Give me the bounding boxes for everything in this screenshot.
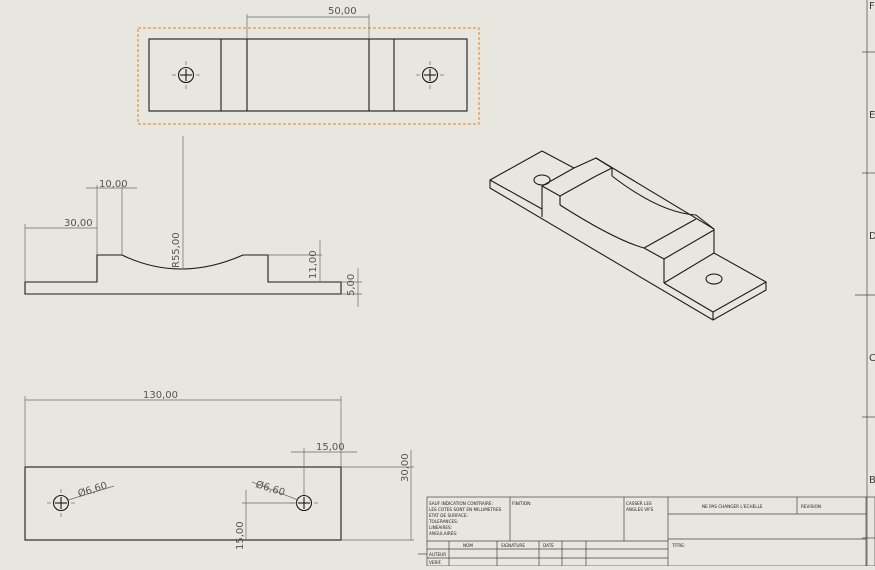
tb-date: DATE	[543, 543, 554, 548]
dim-front-thickness[interactable]: 5,00	[346, 274, 357, 296]
dim-front-step[interactable]: 10,00	[99, 179, 128, 190]
dim-bottom-hole-right[interactable]: Ø6,60	[254, 478, 286, 498]
tb-note-line-3: ETAT DE SURFACE:	[429, 513, 468, 518]
tb-ne-pas: NE PAS CHANGER L'ECHELLE	[702, 504, 763, 509]
top-view[interactable]: 50,00	[137, 6, 480, 125]
dim-bottom-length[interactable]: 130,00	[143, 390, 178, 401]
tb-verif: VERIF.	[429, 560, 442, 565]
zone-label-e: E	[869, 110, 875, 121]
tb-auteur: AUTEUR	[429, 552, 446, 557]
tb-titre: TITRE:	[671, 543, 685, 548]
dim-front-height[interactable]: 11,00	[308, 250, 319, 279]
isometric-view[interactable]	[489, 150, 767, 321]
tb-casser-2: ANGLES VIFS	[626, 507, 654, 512]
dim-bottom-hole-left[interactable]: Ø6,60	[76, 480, 108, 500]
dim-front-offset[interactable]: 30,00	[64, 218, 93, 229]
dim-top-width[interactable]: 50,00	[328, 6, 357, 17]
tb-note-line-4: TOLERANCES:	[428, 519, 458, 524]
front-view[interactable]: 10,00 30,00 R55,00 11,00 5,00	[24, 136, 362, 307]
tb-note-line-1: SAUF INDICATION CONTRAIRE:	[429, 501, 493, 506]
tb-nom: NOM	[463, 543, 473, 548]
tb-note-line-6: ANGULAIRES:	[429, 531, 457, 536]
bottom-view[interactable]: 130,00 15,00 30,00 Ø6,60 Ø6,60 15,00	[24, 390, 414, 550]
tb-signature: SIGNATURE	[501, 543, 525, 548]
iso-hole-left-icon	[533, 174, 551, 186]
hole-right-icon	[416, 61, 444, 89]
hole-left-icon	[172, 61, 200, 89]
bottom-hole-left-icon	[47, 489, 75, 517]
dim-bottom-hole-y[interactable]: 15,00	[235, 521, 246, 550]
tb-casser-1: CASSER LES	[626, 501, 652, 506]
tb-note-line-2: LES COTES SONT EN MILLIMETRES	[429, 507, 502, 512]
dim-bottom-width[interactable]: 30,00	[400, 453, 411, 482]
tb-finition: FINITION:	[512, 501, 532, 506]
zone-label-c: C	[869, 353, 875, 364]
tb-note-line-5: LINEAIRES:	[429, 525, 452, 530]
dim-bottom-hole-offset[interactable]: 15,00	[316, 442, 345, 453]
zone-label-b: B	[869, 475, 875, 486]
zone-label-f: F	[869, 1, 875, 12]
tb-revision: REVISION	[801, 504, 821, 509]
dim-front-radius[interactable]: R55,00	[171, 232, 182, 268]
title-block: SAUF INDICATION CONTRAIRE: LES COTES SON…	[418, 496, 875, 567]
sheet-border-right: F E D C B	[855, 0, 875, 566]
selection-box	[137, 27, 480, 125]
zone-label-d: D	[869, 231, 875, 242]
iso-hole-right-icon	[705, 273, 723, 285]
